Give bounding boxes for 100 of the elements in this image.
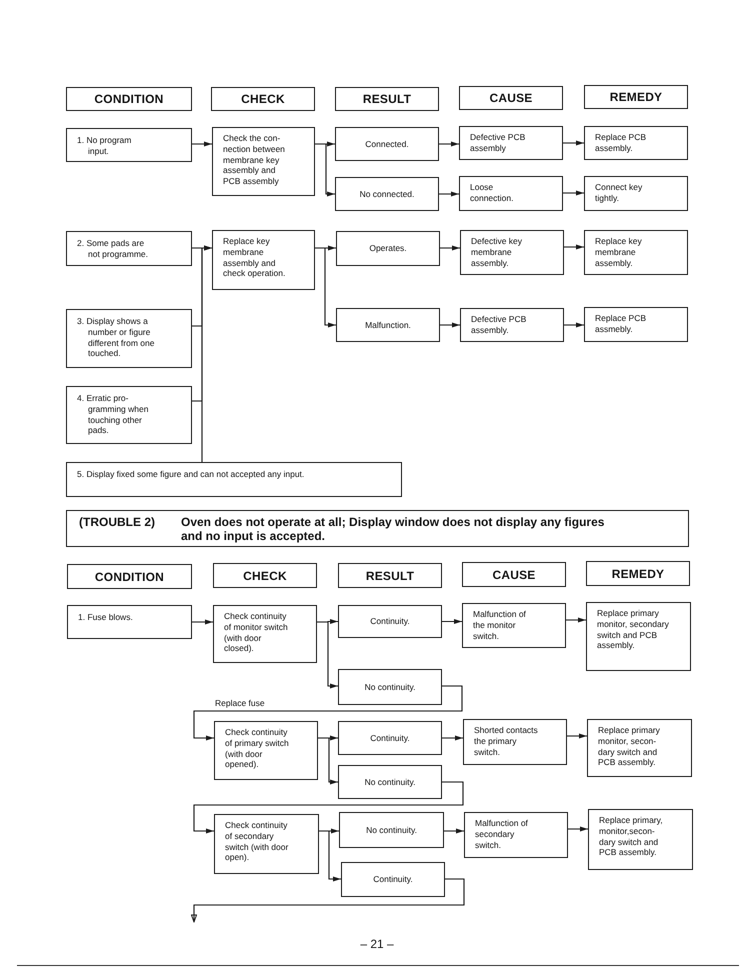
column-header: [66, 87, 192, 111]
check-box: [212, 127, 315, 196]
cause-text: Defective PCB assembly.: [471, 314, 528, 336]
check-box: [212, 230, 315, 290]
column-title: RESULT: [362, 92, 412, 106]
remedy-text: Connect key tightly.: [595, 182, 644, 204]
cause-text: Shorted contacts the primary switch.: [474, 725, 539, 758]
cause-box: [459, 126, 563, 160]
cause-text: Defective key membrane assembly.: [471, 236, 524, 268]
arrow: [440, 322, 460, 328]
condition-box: [66, 231, 192, 266]
condition-text: 1. No program input.: [77, 135, 132, 157]
arrow: [442, 619, 462, 624]
arrow: [191, 878, 465, 922]
column-header: [67, 564, 192, 589]
arrow: [318, 737, 338, 784]
result-box: [335, 177, 439, 211]
remedy-box: [584, 176, 688, 211]
check-box: [214, 814, 319, 874]
check-text: Replace key membrane assembly and check operation.: [223, 236, 286, 280]
column-title: CHECK: [243, 568, 287, 582]
arrow: [192, 142, 212, 146]
remedy-box: [588, 809, 693, 870]
condition-text: 5. Display fixed some figure and can not accepted any input.: [77, 469, 306, 480]
check-text: Check continuity of secondary switch (with door open).: [225, 820, 290, 864]
edge-label: Replace fuse: [214, 698, 266, 708]
result-text: No continuity.: [364, 682, 416, 692]
arrow: [563, 140, 584, 146]
remedy-text: Replace PCB assembly.: [595, 132, 648, 154]
result-text: Continuity.: [373, 874, 413, 885]
condition-box: [66, 309, 192, 368]
remedy-text: Replace PCB assmebly.: [595, 313, 648, 335]
remedy-box: [584, 307, 688, 342]
remedy-box: [584, 230, 688, 275]
cause-box: [464, 812, 568, 858]
check-text: Check the con-nection between membrane key assembly and PCB assembly: [223, 133, 286, 187]
cause-text: Malfunction of secondary switch.: [475, 818, 529, 850]
column-header: [335, 87, 439, 111]
cause-box: [460, 308, 564, 342]
result-box: [338, 605, 442, 638]
cause-text: Defective PCB assembly: [470, 132, 526, 154]
result-text: No continuity.: [366, 824, 417, 836]
result-box: [341, 862, 445, 897]
arrow: [317, 621, 338, 688]
result-box: [338, 721, 442, 755]
column-header: [213, 563, 317, 588]
trouble-number: (TROUBLE 2): [79, 515, 156, 529]
arrow: [319, 830, 341, 882]
result-text: Continuity.: [370, 616, 410, 627]
column-header: [584, 85, 688, 109]
condition-text: 1. Fuse blows.: [78, 612, 134, 623]
page-number: – 21 –: [360, 937, 394, 951]
arrow: [315, 143, 335, 196]
arrow: [192, 620, 213, 624]
result-box: [339, 812, 444, 848]
condition-box: [67, 605, 192, 639]
arrow: [568, 826, 588, 832]
result-box: [336, 231, 440, 266]
column-header: [338, 563, 442, 588]
arrow: [564, 322, 584, 328]
condition-box: [66, 462, 402, 497]
result-box: [338, 765, 442, 799]
cause-text: Malfunction of the monitor switch.: [473, 609, 527, 642]
column-title: REMEDY: [612, 566, 664, 580]
arrow: [566, 618, 586, 622]
column-header: [459, 86, 563, 110]
column-title: CONDITION: [94, 92, 164, 106]
arrow: [439, 192, 459, 196]
condition-text: 4. Erratic pro-gramming when touching other pads.: [77, 393, 150, 436]
result-text: No continuity.: [364, 776, 416, 788]
result-text: Malfunction.: [365, 320, 411, 330]
check-text: Check continuity of primary switch (with door opened).: [225, 727, 290, 770]
column-title: REMEDY: [610, 90, 662, 104]
remedy-box: [584, 126, 688, 160]
column-title: CAUSE: [492, 568, 536, 582]
cause-box: [462, 603, 566, 648]
arrow: [444, 828, 464, 834]
cause-box: [463, 719, 567, 765]
check-box: [213, 605, 317, 663]
result-box: [335, 127, 439, 161]
column-title: CAUSE: [489, 91, 532, 105]
arrow: [567, 734, 587, 738]
result-text: Continuity.: [370, 732, 410, 744]
condition-box: [66, 386, 192, 444]
remedy-text: Replace key membrane assembly.: [595, 236, 643, 268]
column-title: CONDITION: [94, 570, 164, 584]
arrow: [440, 246, 460, 250]
trouble-description: Oven does not operate at all; Display window does not display any figures and no input is accepted.: [181, 515, 606, 543]
arrow: [193, 685, 463, 740]
arrow: [442, 736, 463, 740]
condition-text: 3. Display shows a number or figure different from one touched.: [77, 316, 156, 360]
column-header: [211, 87, 315, 111]
column-title: RESULT: [366, 568, 414, 582]
remedy-text: Replace primary monitor, secon-dary switch and PCB assembly.: [598, 725, 661, 768]
arrow: [564, 244, 584, 250]
arrow: [439, 142, 459, 146]
arrow: [201, 246, 212, 462]
cause-box: [460, 230, 564, 275]
result-text: Connected.: [365, 138, 409, 150]
cause-text: Loose connection.: [470, 182, 514, 204]
